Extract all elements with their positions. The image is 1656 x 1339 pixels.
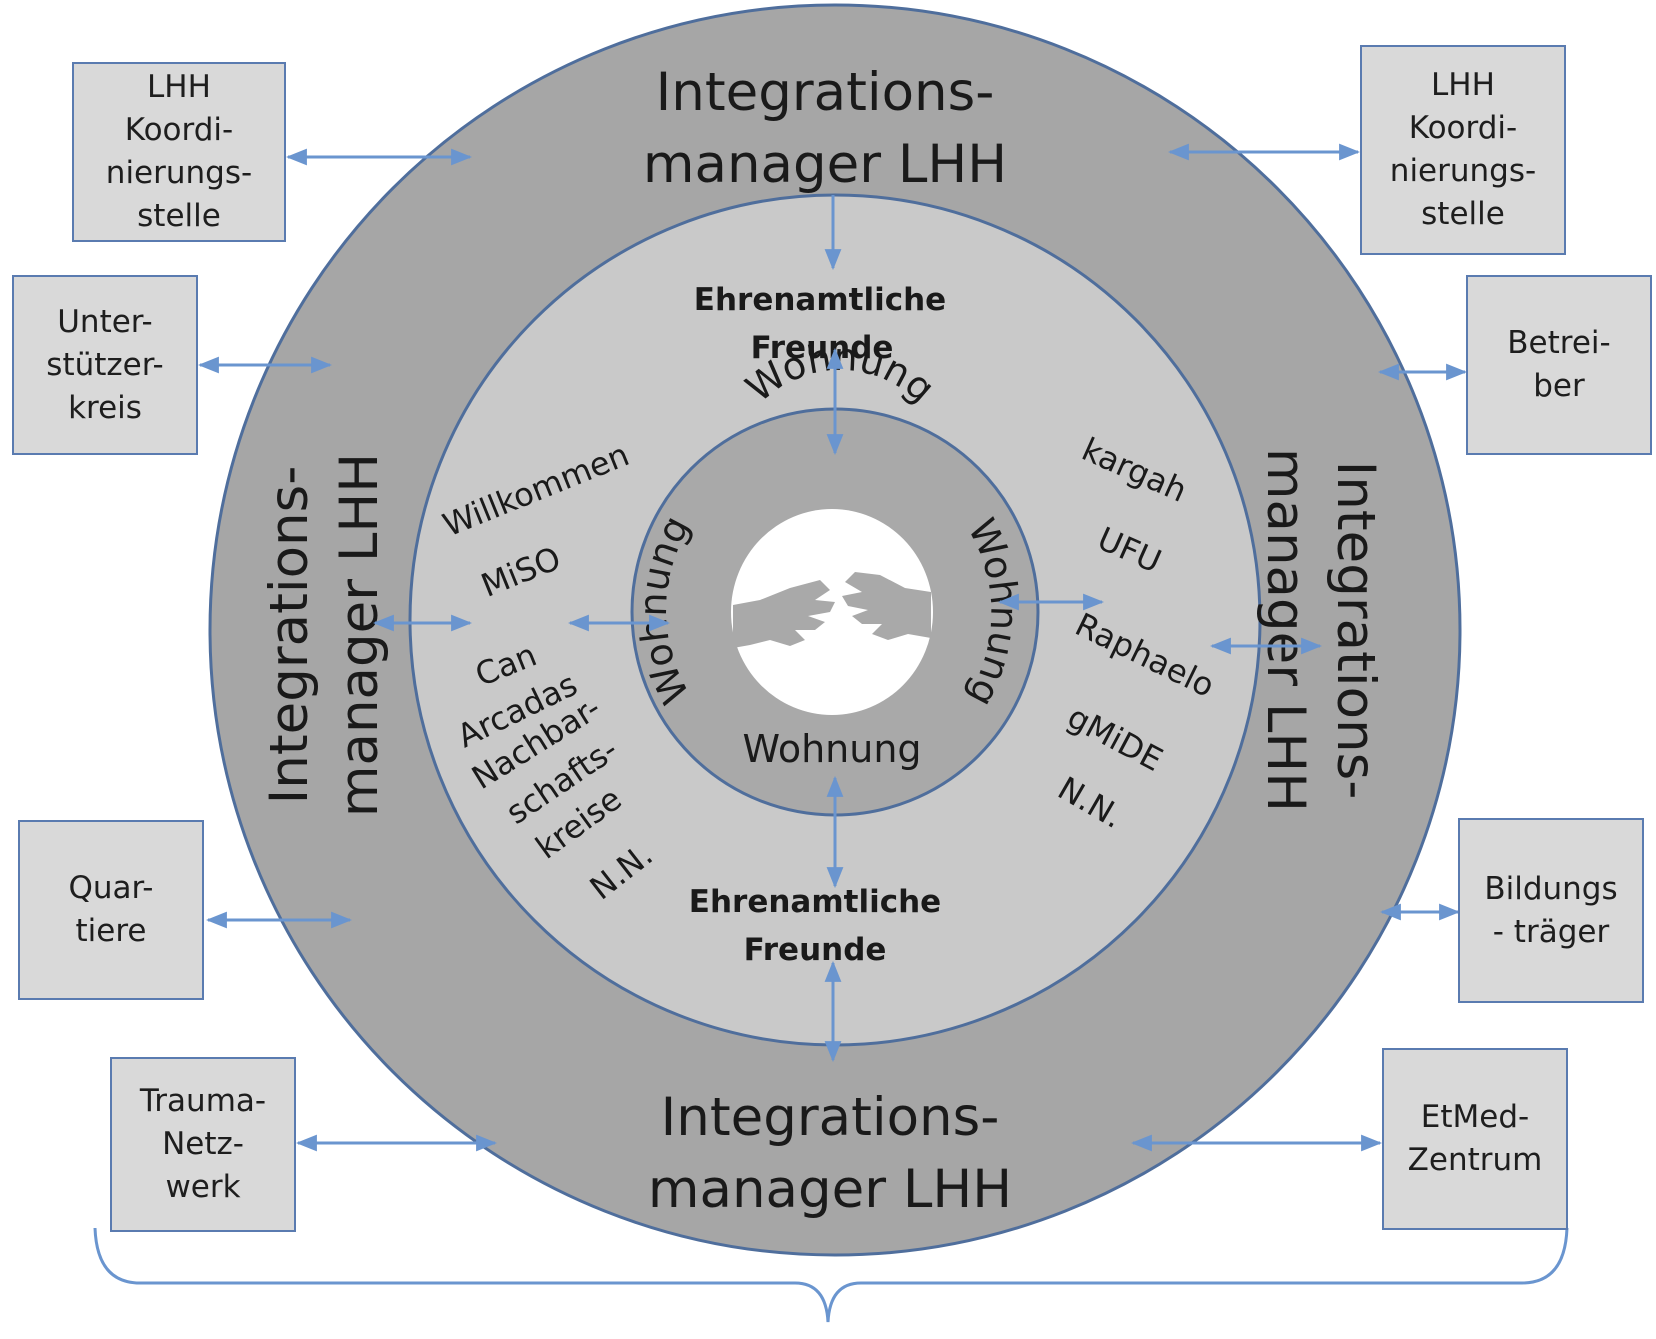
middle-top-line2: Freunde xyxy=(751,330,894,366)
outer-bottom-line1: Integrations- xyxy=(661,1087,1000,1148)
box-lhh-koordinierungsstelle-right: LHH Koordi- nierungs- stelle xyxy=(1360,45,1566,255)
outer-left-line1: Integrations- xyxy=(259,466,320,805)
helping-hands-icon xyxy=(731,509,933,715)
box-unterstuetzerkreis: Unter- stützer- kreis xyxy=(12,275,198,455)
outer-right-line2: manager LHH xyxy=(1255,448,1316,812)
box-trauma-netzwerk: Trauma- Netz- werk xyxy=(110,1057,296,1232)
middle-top-line1: Ehrenamtliche xyxy=(694,282,946,318)
outer-left-line2: manager LHH xyxy=(329,453,390,817)
outer-top-line1: Integrations- xyxy=(656,62,995,123)
outer-left-label: Integrations- manager LHH xyxy=(259,453,390,817)
outer-bottom-line2: manager LHH xyxy=(648,1159,1012,1220)
box-lhh-koordinierungsstelle-left: LHH Koordi- nierungs- stelle xyxy=(72,62,286,242)
middle-bottom-line1: Ehrenamtliche xyxy=(689,884,941,920)
middle-bottom-line2: Freunde xyxy=(744,932,887,968)
outer-right-line1: Integrations- xyxy=(1325,461,1386,800)
box-etmed-zentrum: EtMed- Zentrum xyxy=(1382,1048,1568,1230)
arrow-group xyxy=(197,143,1468,1152)
bottom-brace xyxy=(93,1227,1569,1323)
box-betreiber: Betrei- ber xyxy=(1466,275,1652,455)
box-bildungstraeger: Bildungs - träger xyxy=(1458,818,1644,1003)
inner-bottom-wohnung: Wohnung xyxy=(742,727,921,771)
outer-right-label: Integrations- manager LHH xyxy=(1255,448,1386,812)
box-quartiere: Quar- tiere xyxy=(18,820,204,1000)
outer-top-line2: manager LHH xyxy=(643,134,1007,195)
